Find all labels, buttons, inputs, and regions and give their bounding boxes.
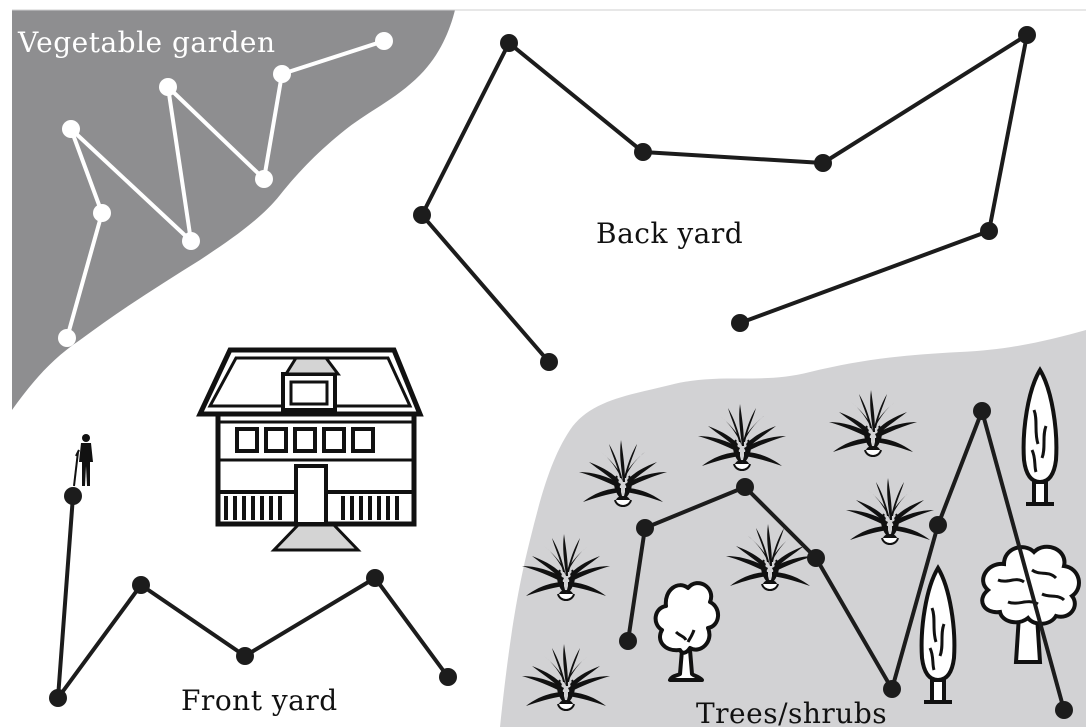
- trees-waypoint: [929, 516, 947, 534]
- trees-waypoint: [636, 519, 654, 537]
- house-icon: [196, 347, 424, 552]
- trees-waypoint: [807, 549, 825, 567]
- garden-waypoint: [93, 204, 111, 222]
- garden-waypoint: [159, 78, 177, 96]
- back-yard-waypoint: [540, 353, 558, 371]
- vegetable-garden-path: [58, 32, 393, 347]
- trees-waypoint: [883, 680, 901, 698]
- front-yard-waypoint: [366, 569, 384, 587]
- front-yard-path: [49, 487, 457, 707]
- trees-shrubs-region: [500, 330, 1086, 727]
- front-yard-waypoint: [236, 647, 254, 665]
- front-yard-waypoint: [49, 689, 67, 707]
- garden-waypoint: [375, 32, 393, 50]
- vegetable-garden-region: [12, 10, 455, 410]
- trees-waypoint: [973, 402, 991, 420]
- garden-waypoint: [182, 232, 200, 250]
- garden-waypoint: [58, 329, 76, 347]
- back-yard-path: [413, 26, 1036, 371]
- front-yard-waypoint: [132, 576, 150, 594]
- trees-waypoint: [1055, 701, 1073, 719]
- front-yard-label: Front yard: [181, 684, 338, 717]
- back-yard-waypoint: [1018, 26, 1036, 44]
- trees-shrubs-label: Trees/shrubs: [696, 697, 887, 727]
- back-yard-waypoint: [413, 206, 431, 224]
- front-yard-waypoint: [439, 668, 457, 686]
- garden-waypoint: [273, 65, 291, 83]
- back-yard-label: Back yard: [596, 217, 743, 250]
- person-with-cane-icon: [73, 434, 93, 487]
- vegetable-garden-label: Vegetable garden: [17, 26, 276, 59]
- garden-waypoint: [255, 170, 273, 188]
- trees-waypoint: [736, 478, 754, 496]
- back-yard-waypoint: [731, 314, 749, 332]
- back-yard-waypoint: [500, 34, 518, 52]
- back-yard-waypoint: [634, 143, 652, 161]
- back-yard-waypoint: [980, 222, 998, 240]
- back-yard-waypoint: [814, 154, 832, 172]
- trees-waypoint: [619, 632, 637, 650]
- trees-shrubs-path: [619, 402, 1073, 719]
- garden-waypoint: [62, 120, 80, 138]
- front-yard-waypoint: [64, 487, 82, 505]
